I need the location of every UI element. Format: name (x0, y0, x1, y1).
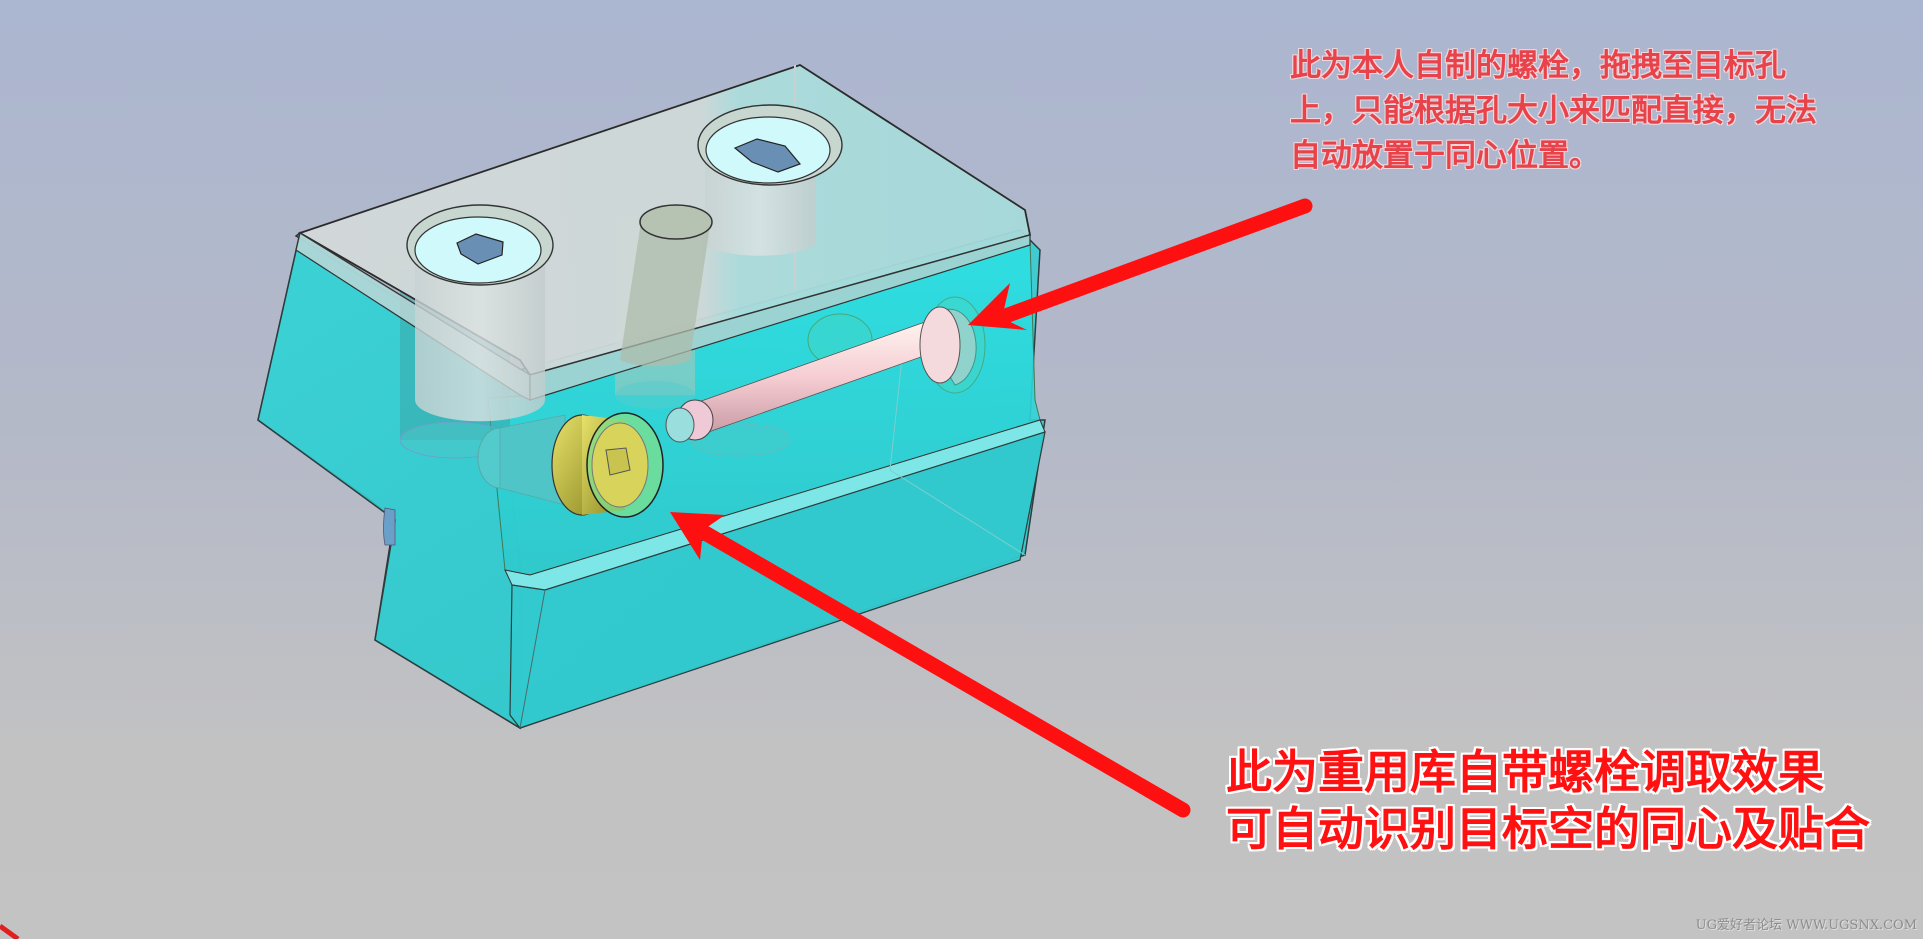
note-line: 此为本人自制的螺栓，拖拽至目标孔 (1290, 48, 1786, 84)
watermark: UG爱好者论坛 WWW.UGSNX.COM (1695, 918, 1917, 933)
hex-socket-icon (733, 138, 802, 173)
note-line: 可自动识别目标空的同心及贴合 (1226, 802, 1870, 856)
annotation-arrow-corner (0, 923, 20, 939)
annotation-arrow-top (968, 198, 1313, 330)
plate-counterbore-right (697, 104, 843, 256)
library-bolt-note: 此为重用库自带螺栓调取效果 可自动识别目标空的同心及贴合 (1226, 744, 1923, 858)
square-socket-icon (605, 447, 631, 476)
plate-tube (620, 204, 713, 367)
hex-socket-icon (456, 233, 504, 265)
custom-bolt[interactable] (665, 296, 986, 443)
library-bolt[interactable] (477, 412, 664, 518)
plate-counterbore-left (406, 204, 554, 422)
custom-bolt-note: 此为本人自制的螺栓，拖拽至目标孔 上，只能根据孔大小来匹配直接，无法 自动放置于… (1290, 44, 1910, 179)
note-line: 上，只能根据孔大小来匹配直接，无法 (1290, 93, 1817, 129)
note-line: 此为重用库自带螺栓调取效果 (1226, 745, 1824, 799)
note-line: 自动放置于同心位置。 (1290, 138, 1600, 174)
annotation-arrow-bottom (670, 512, 1191, 818)
